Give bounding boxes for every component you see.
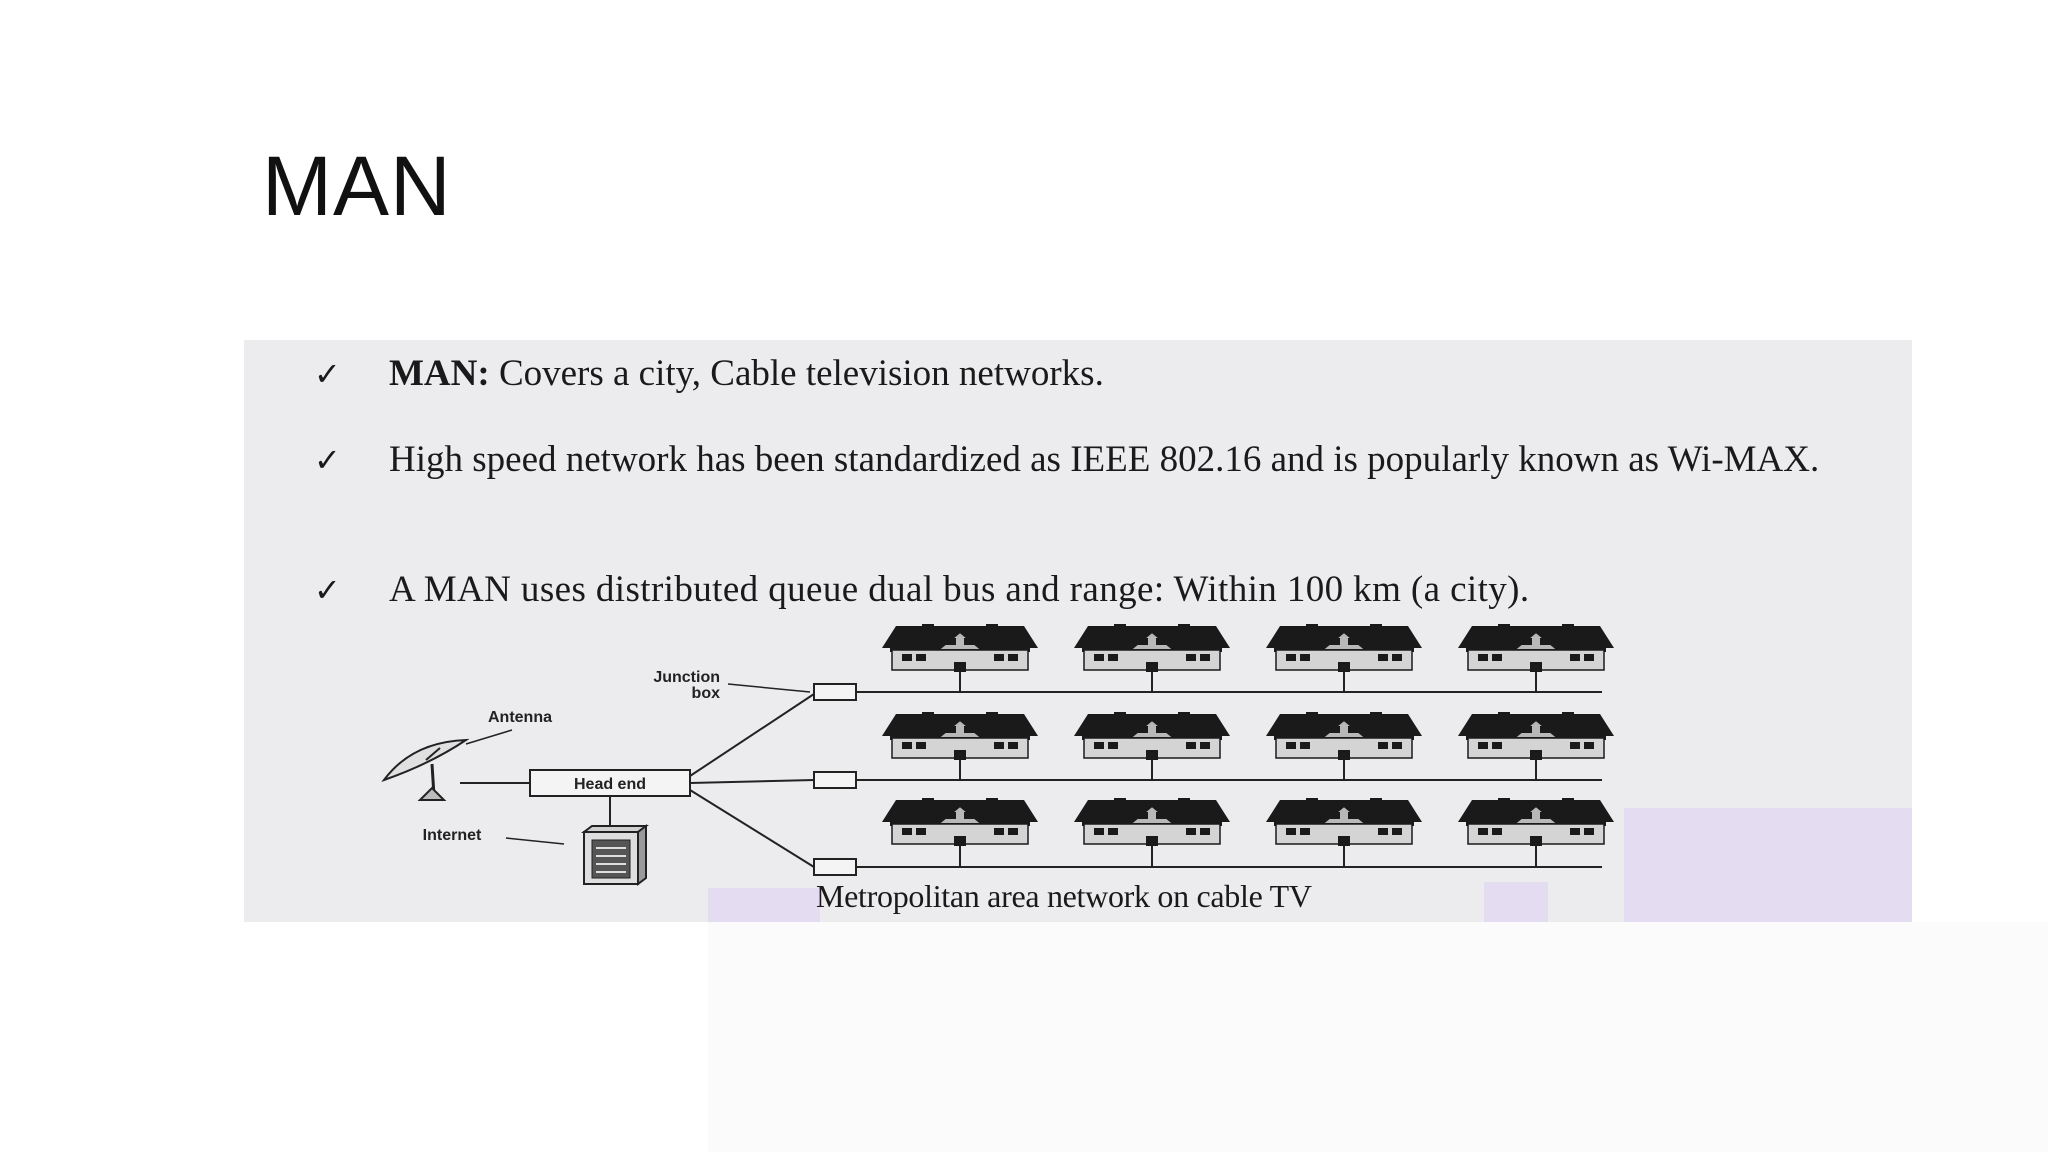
lilac-overlay-right (1624, 808, 1912, 922)
head-end-box (529, 769, 691, 797)
slide-bottom-shade (708, 922, 2048, 1152)
man-diagram: Head end Antenna Junction box Internet (381, 623, 1615, 886)
junction-box (813, 771, 857, 789)
house-icon (1073, 623, 1231, 673)
house-icon (1457, 797, 1615, 847)
check-icon: ✓ (314, 355, 341, 393)
check-icon: ✓ (314, 441, 341, 479)
house-icon (1265, 797, 1423, 847)
antenna-pointer (465, 729, 513, 745)
lilac-overlay-caption (1484, 882, 1548, 922)
internet-label: Internet (423, 827, 482, 844)
junction-pointer (727, 683, 811, 693)
content-panel: ✓ MAN: Covers a city, Cable television n… (244, 340, 1912, 922)
server-tower-icon (581, 824, 649, 886)
bullet-text: MAN: Covers a city, Cable television net… (389, 353, 1104, 394)
junction-box-label: Junction (653, 669, 720, 686)
house-icon (1073, 797, 1231, 847)
house-icon (1457, 711, 1615, 761)
house-icon (1265, 623, 1423, 673)
check-icon: ✓ (314, 571, 341, 609)
house-grid (881, 623, 1615, 867)
satellite-dish-icon (381, 738, 470, 801)
bullet-text: High speed network has been standardized… (389, 439, 1820, 480)
antenna-label: Antenna (488, 709, 552, 726)
slide-title: MAN (262, 139, 452, 233)
house-icon (1457, 623, 1615, 673)
lilac-overlay-left (708, 888, 820, 922)
head-end-label: Head end (574, 776, 646, 793)
house-icon (881, 711, 1039, 761)
house-icon (881, 797, 1039, 847)
internet-pointer (505, 837, 565, 845)
bullet-text: A MAN uses distributed queue dual bus an… (389, 569, 1530, 610)
house-icon (1073, 711, 1231, 761)
junction-box-label: box (692, 685, 721, 702)
junction-box (813, 858, 857, 876)
diagram-caption: Metropolitan area network on cable TV (816, 878, 1312, 914)
junction-box (813, 683, 857, 701)
feeder-line (689, 779, 815, 784)
house-icon (1265, 711, 1423, 761)
feeder-line (689, 693, 815, 777)
feeder-line (689, 789, 815, 868)
house-icon (881, 623, 1039, 673)
